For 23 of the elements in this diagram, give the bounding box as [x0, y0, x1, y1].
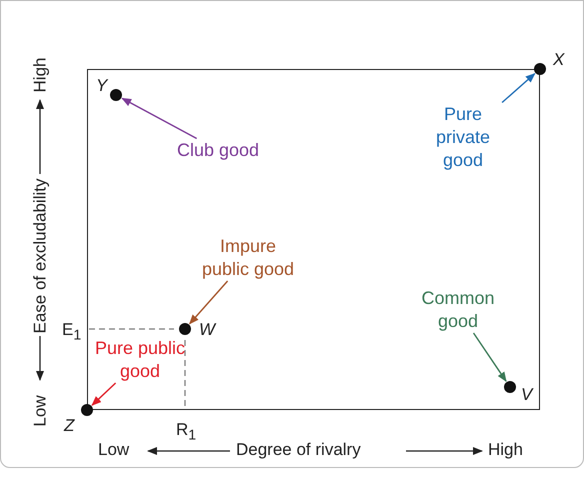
axis-title: High — [30, 58, 50, 92]
axis-title: Low — [98, 440, 130, 460]
annotation-text: Club good — [163, 138, 273, 162]
annotation-text: Common good — [418, 287, 498, 333]
leader-arrow — [472, 332, 507, 382]
point-label: W — [199, 320, 216, 340]
point-label: Y — [96, 76, 108, 96]
annotation-text: Impure public good — [196, 235, 300, 281]
leader-arrow — [121, 98, 197, 140]
leader-arrow — [502, 72, 536, 104]
point-label: X — [553, 50, 564, 70]
axis-title: Ease of excludability — [30, 178, 50, 334]
point-label: V — [521, 385, 532, 405]
leader-arrow — [91, 382, 116, 406]
level-label: R$_{1}$ — [176, 420, 196, 444]
axis-title: Degree of rivalry — [236, 440, 361, 460]
annotation-text: Pure public good — [94, 337, 186, 383]
point-label: Z — [64, 416, 74, 436]
level-label: E$_{1}$ — [62, 320, 82, 344]
leader-arrow — [188, 280, 228, 324]
axis-title: High — [488, 440, 523, 460]
axis-title: Low — [30, 395, 50, 427]
annotation-text: Pure private good — [419, 102, 507, 172]
